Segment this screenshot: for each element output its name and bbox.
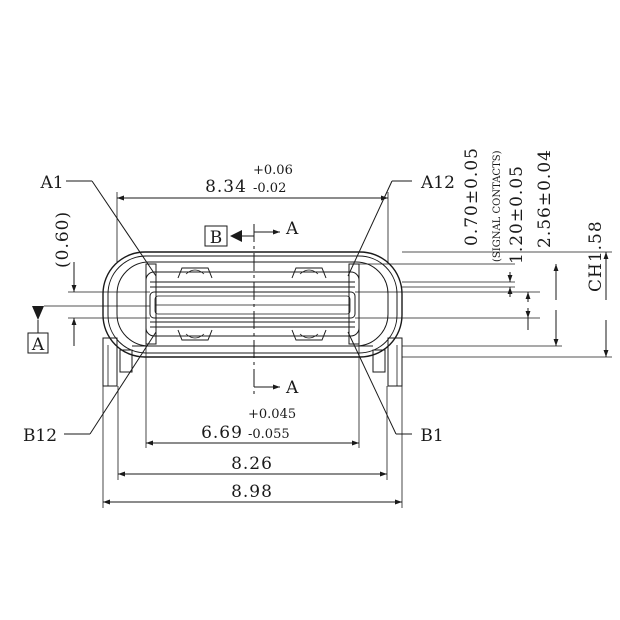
- tongue: [149, 291, 356, 319]
- inner-shell: [116, 261, 389, 347]
- dim-8-34-tol-minus: -0.02: [253, 181, 286, 196]
- dim-outer-width: 8.34 +0.06 -0.02: [116, 163, 389, 262]
- outer-shell: [102, 251, 403, 358]
- dim-8-98-value: 8.98: [231, 482, 273, 502]
- top-latch-left: [177, 267, 213, 279]
- section-line-aa: A A: [253, 219, 299, 398]
- dim-0-60-value: (0.60): [53, 211, 73, 268]
- dim-2-56-value: 2.56±0.04: [535, 149, 555, 248]
- left-side-tab: [145, 263, 157, 345]
- right-leg-outer: [387, 337, 403, 387]
- pin-b1-label: B1: [420, 426, 443, 446]
- bottom-latch-left: [177, 329, 213, 341]
- pin-a12-label: A12: [420, 173, 455, 193]
- bottom-latch-right: [291, 329, 327, 341]
- right-dimensions: 0.70±0.05 (SIGNAL CONTACTS) 1.20±0.05 2.…: [355, 147, 612, 358]
- dim-0-70-value: 0.70±0.05: [462, 147, 482, 246]
- right-leg-inner: [372, 349, 386, 373]
- dim-opening-width: 6.69 +0.045 -0.055: [145, 336, 360, 448]
- dim-6-69-value: 6.69: [201, 423, 243, 443]
- datum-b-marker: B: [204, 225, 254, 248]
- dim-8-34-value: 8.34: [205, 177, 247, 197]
- left-leg-inner: [119, 349, 133, 373]
- dim-6-69-tol-plus: +0.045: [248, 407, 296, 422]
- pin-b12-label: B12: [23, 426, 57, 446]
- section-label-top: A: [285, 219, 299, 239]
- dim-898: 8.98: [102, 386, 403, 508]
- datum-a-marker: A: [27, 305, 150, 355]
- dim-ch-1-58-value: CH1.58: [586, 220, 606, 292]
- dim-060-ref: (0.60): [53, 211, 150, 346]
- dim-826: 8.26: [117, 386, 388, 480]
- section-label-bottom: A: [285, 378, 299, 398]
- dim-1-20-value: 1.20±0.05: [507, 165, 527, 264]
- left-leg-outer: [102, 337, 118, 387]
- connector-body: [102, 251, 403, 387]
- datum-b-label: B: [210, 228, 223, 248]
- pin-a1-label: A1: [39, 173, 63, 193]
- dim-6-69-tol-minus: -0.055: [248, 427, 290, 442]
- datum-a-label: A: [31, 335, 45, 355]
- shell-inner-line: [107, 255, 398, 354]
- dim-8-34-tol-plus: +0.06: [253, 163, 293, 178]
- dim-8-26-value: 8.26: [231, 454, 273, 474]
- pin-leaders: A1 A12 B12 B1: [23, 173, 455, 446]
- dim-0-70-note: (SIGNAL CONTACTS): [492, 150, 503, 262]
- top-latch-right: [291, 267, 327, 279]
